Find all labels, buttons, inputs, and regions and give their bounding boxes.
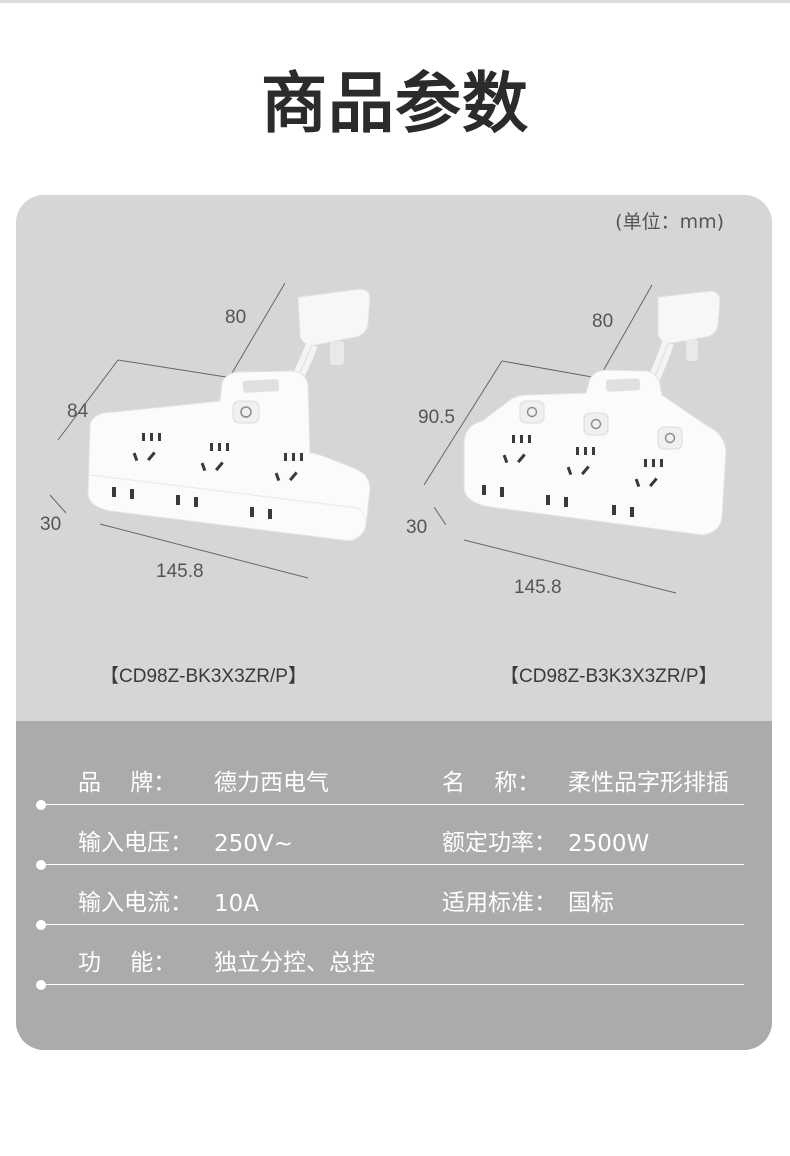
row-divider <box>42 984 744 985</box>
dim-side-2: 90.5 <box>418 407 455 428</box>
row-divider <box>42 864 744 865</box>
dim-side-1: 84 <box>67 401 89 422</box>
page-title: 商品参数 <box>261 65 529 142</box>
product-diagram-1: 80 84 30 145.8 <box>30 275 390 605</box>
row-bullet <box>36 860 46 870</box>
spec-label: 额定功率： <box>442 830 557 856</box>
spec-value: 柔性品字形排插 <box>568 770 729 796</box>
unit-note: (单位：mm) <box>615 211 724 233</box>
spec-label: 适用标准： <box>442 890 557 916</box>
row-bullet <box>36 920 46 930</box>
spec-value: 德力西电气 <box>214 770 329 796</box>
switch-icons <box>519 400 683 450</box>
spec-label: 品 牌： <box>78 770 177 796</box>
dim-length-2: 145.8 <box>514 577 562 598</box>
dim-length-1: 145.8 <box>156 561 204 582</box>
spec-table: 品 牌： 德力西电气 名 称： 柔性品字形排插 输入电压： 250V~ 额定功率… <box>16 721 772 1050</box>
row-divider <box>42 924 744 925</box>
top-divider <box>0 0 790 3</box>
power-strip-body <box>463 369 727 536</box>
dim-height-1: 30 <box>40 514 61 535</box>
spec-value: 国标 <box>568 890 614 916</box>
spec-row: 输入电压： 250V~ 额定功率： 2500W <box>16 805 772 870</box>
spec-label: 输入电流： <box>78 890 193 916</box>
spec-label: 输入电压： <box>78 830 193 856</box>
spec-row: 功 能： 独立分控、总控 <box>16 925 772 990</box>
row-bullet <box>36 800 46 810</box>
row-bullet <box>36 980 46 990</box>
product-diagram-2: 80 90.5 30 145.8 <box>406 275 766 605</box>
spec-card: (单位：mm) 80 84 30 145.8 <box>16 195 772 1050</box>
spec-value: 250V~ <box>214 831 293 857</box>
spec-row: 品 牌： 德力西电气 名 称： 柔性品字形排插 <box>16 745 772 810</box>
model-label-1: 【CD98Z-BK3X3ZR/P】 <box>100 666 307 687</box>
spec-value: 10A <box>214 891 260 917</box>
diagram-panel: (单位：mm) 80 84 30 145.8 <box>16 195 772 721</box>
spec-label: 功 能： <box>78 950 177 976</box>
spec-label: 名 称： <box>442 770 541 796</box>
spec-value: 2500W <box>568 831 650 857</box>
model-label-2: 【CD98Z-B3K3X3ZR/P】 <box>500 666 718 687</box>
spec-value: 独立分控、总控 <box>214 950 375 976</box>
dim-height-2: 30 <box>406 517 427 538</box>
spec-row: 输入电流： 10A 适用标准： 国标 <box>16 865 772 930</box>
dim-depth-2: 80 <box>592 311 613 332</box>
row-divider <box>42 804 744 805</box>
dim-depth-1: 80 <box>225 307 246 328</box>
power-strip-body <box>87 370 371 542</box>
